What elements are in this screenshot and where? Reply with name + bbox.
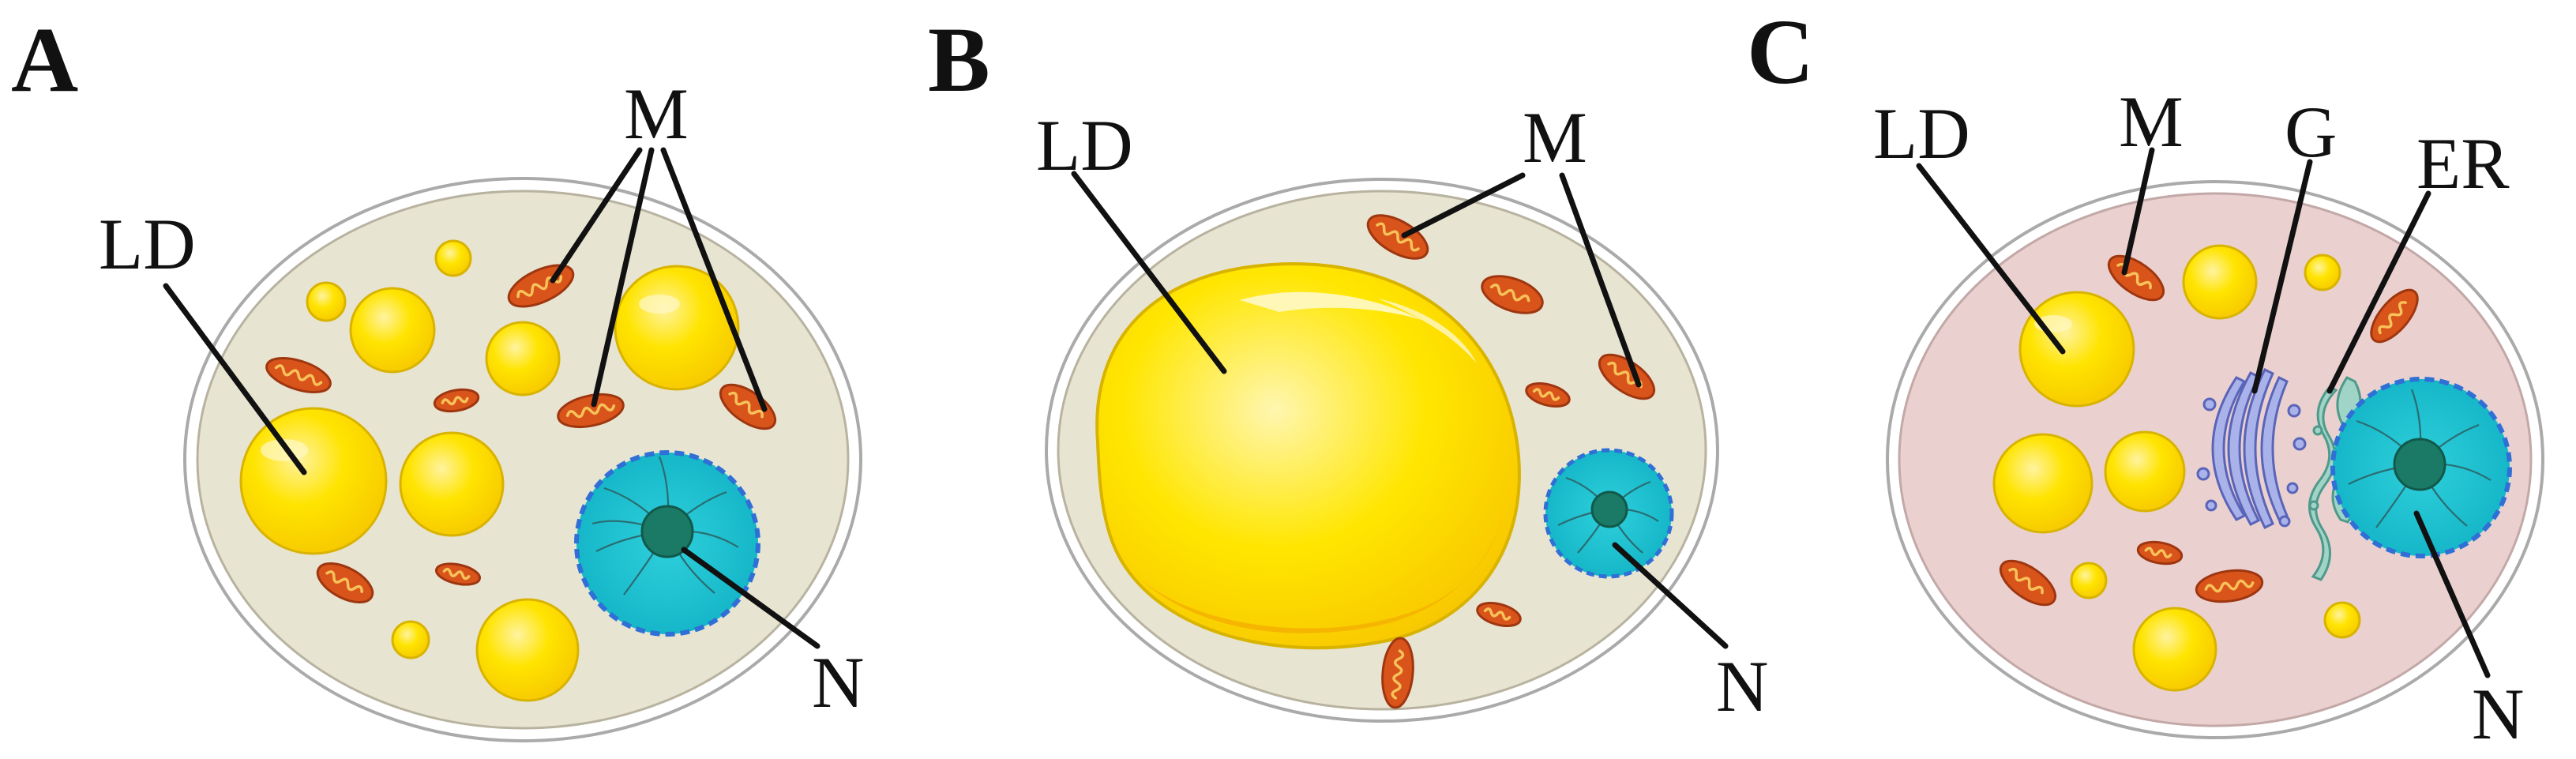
lipid-droplet [391,620,430,659]
panel-letter-a: A [11,8,78,111]
leader-line-ld-a [163,283,307,475]
lipid-droplet [306,281,347,322]
mitochondrion [1999,559,2057,607]
label-ld-a: LD [99,204,196,284]
label-m-a: M [624,73,689,154]
nucleus-c [2330,377,2512,558]
mitochondrion [1366,214,1429,260]
lipid-droplet [2182,244,2258,320]
lipid-droplet [2018,291,2135,408]
label-g-c: G [2285,92,2337,172]
mitochondrion [2370,288,2419,344]
lipid-droplet [399,431,505,537]
leader-line-n-a [681,547,820,649]
label-er-c: ER [2416,123,2510,204]
mitochondrion [1381,637,1414,709]
lipid-droplet-large-b [1095,262,1521,650]
leader-line-m-b [1559,172,1642,388]
panel-b: B [928,8,1768,727]
label-ld-b: LD [1036,105,1133,186]
nucleolus [640,505,694,558]
nucleolus [2393,438,2446,491]
leader-line-n-c [2413,510,2491,678]
lipid-droplet [2323,601,2361,639]
label-n-b: N [1716,646,1768,727]
nucleus-b [1543,448,1674,579]
leader-line-m-a [550,147,643,284]
panel-letter-c: C [1747,0,1814,103]
leader-line-ld-c [1916,163,2066,355]
lipid-droplet [349,287,436,374]
mitochondrion [1481,275,1544,314]
label-n-a: N [812,642,864,723]
panel-letter-b: B [928,8,990,111]
leader-line-m-a [660,147,768,412]
mitochondrion [316,562,374,603]
mitochondrion [434,562,482,586]
label-m-c: M [2119,81,2184,162]
leader-line-er-c [2326,190,2431,394]
lipid-droplet [434,239,472,277]
label-m-b: M [1523,97,1587,178]
leader-line-g-c [2251,159,2313,394]
lipid-droplet [485,321,561,396]
lipid-droplets-a [239,239,740,702]
mitochondrion [557,393,625,429]
nucleus-a [574,450,760,637]
lipid-droplet [2070,562,2108,599]
lipid-droplet [2304,254,2341,291]
mitochondria-b [1366,214,1656,709]
lipid-droplets-c [1992,244,2361,692]
nucleolus [1590,490,1628,528]
golgi-apparatus-c [2196,367,2307,530]
leader-line-ld-b [1071,171,1227,374]
lipid-droplet [2132,607,2217,692]
mitochondrion [2195,569,2264,603]
leader-line-m-b [1401,172,1526,239]
lipid-droplet [475,598,580,702]
leader-line-m-a [591,147,655,408]
lipid-droplet [1992,433,2093,534]
mitochondria-a [265,264,777,603]
panel-a: A [11,8,864,742]
mitochondrion [265,357,332,393]
mitochondrion [1476,602,1522,627]
mitochondrion [2136,540,2184,565]
lipid-droplet [239,407,388,555]
label-n-c: N [2472,674,2524,754]
mitochondrion [1525,382,1571,408]
panel-c: C [1747,0,2544,754]
lipid-droplet [2104,430,2186,513]
mitochondrion [433,388,480,413]
label-ld-c: LD [1873,93,1970,174]
leader-line-n-b [1612,542,1729,649]
lipid-droplet [614,265,740,391]
leader-line-m-c [2121,147,2155,276]
